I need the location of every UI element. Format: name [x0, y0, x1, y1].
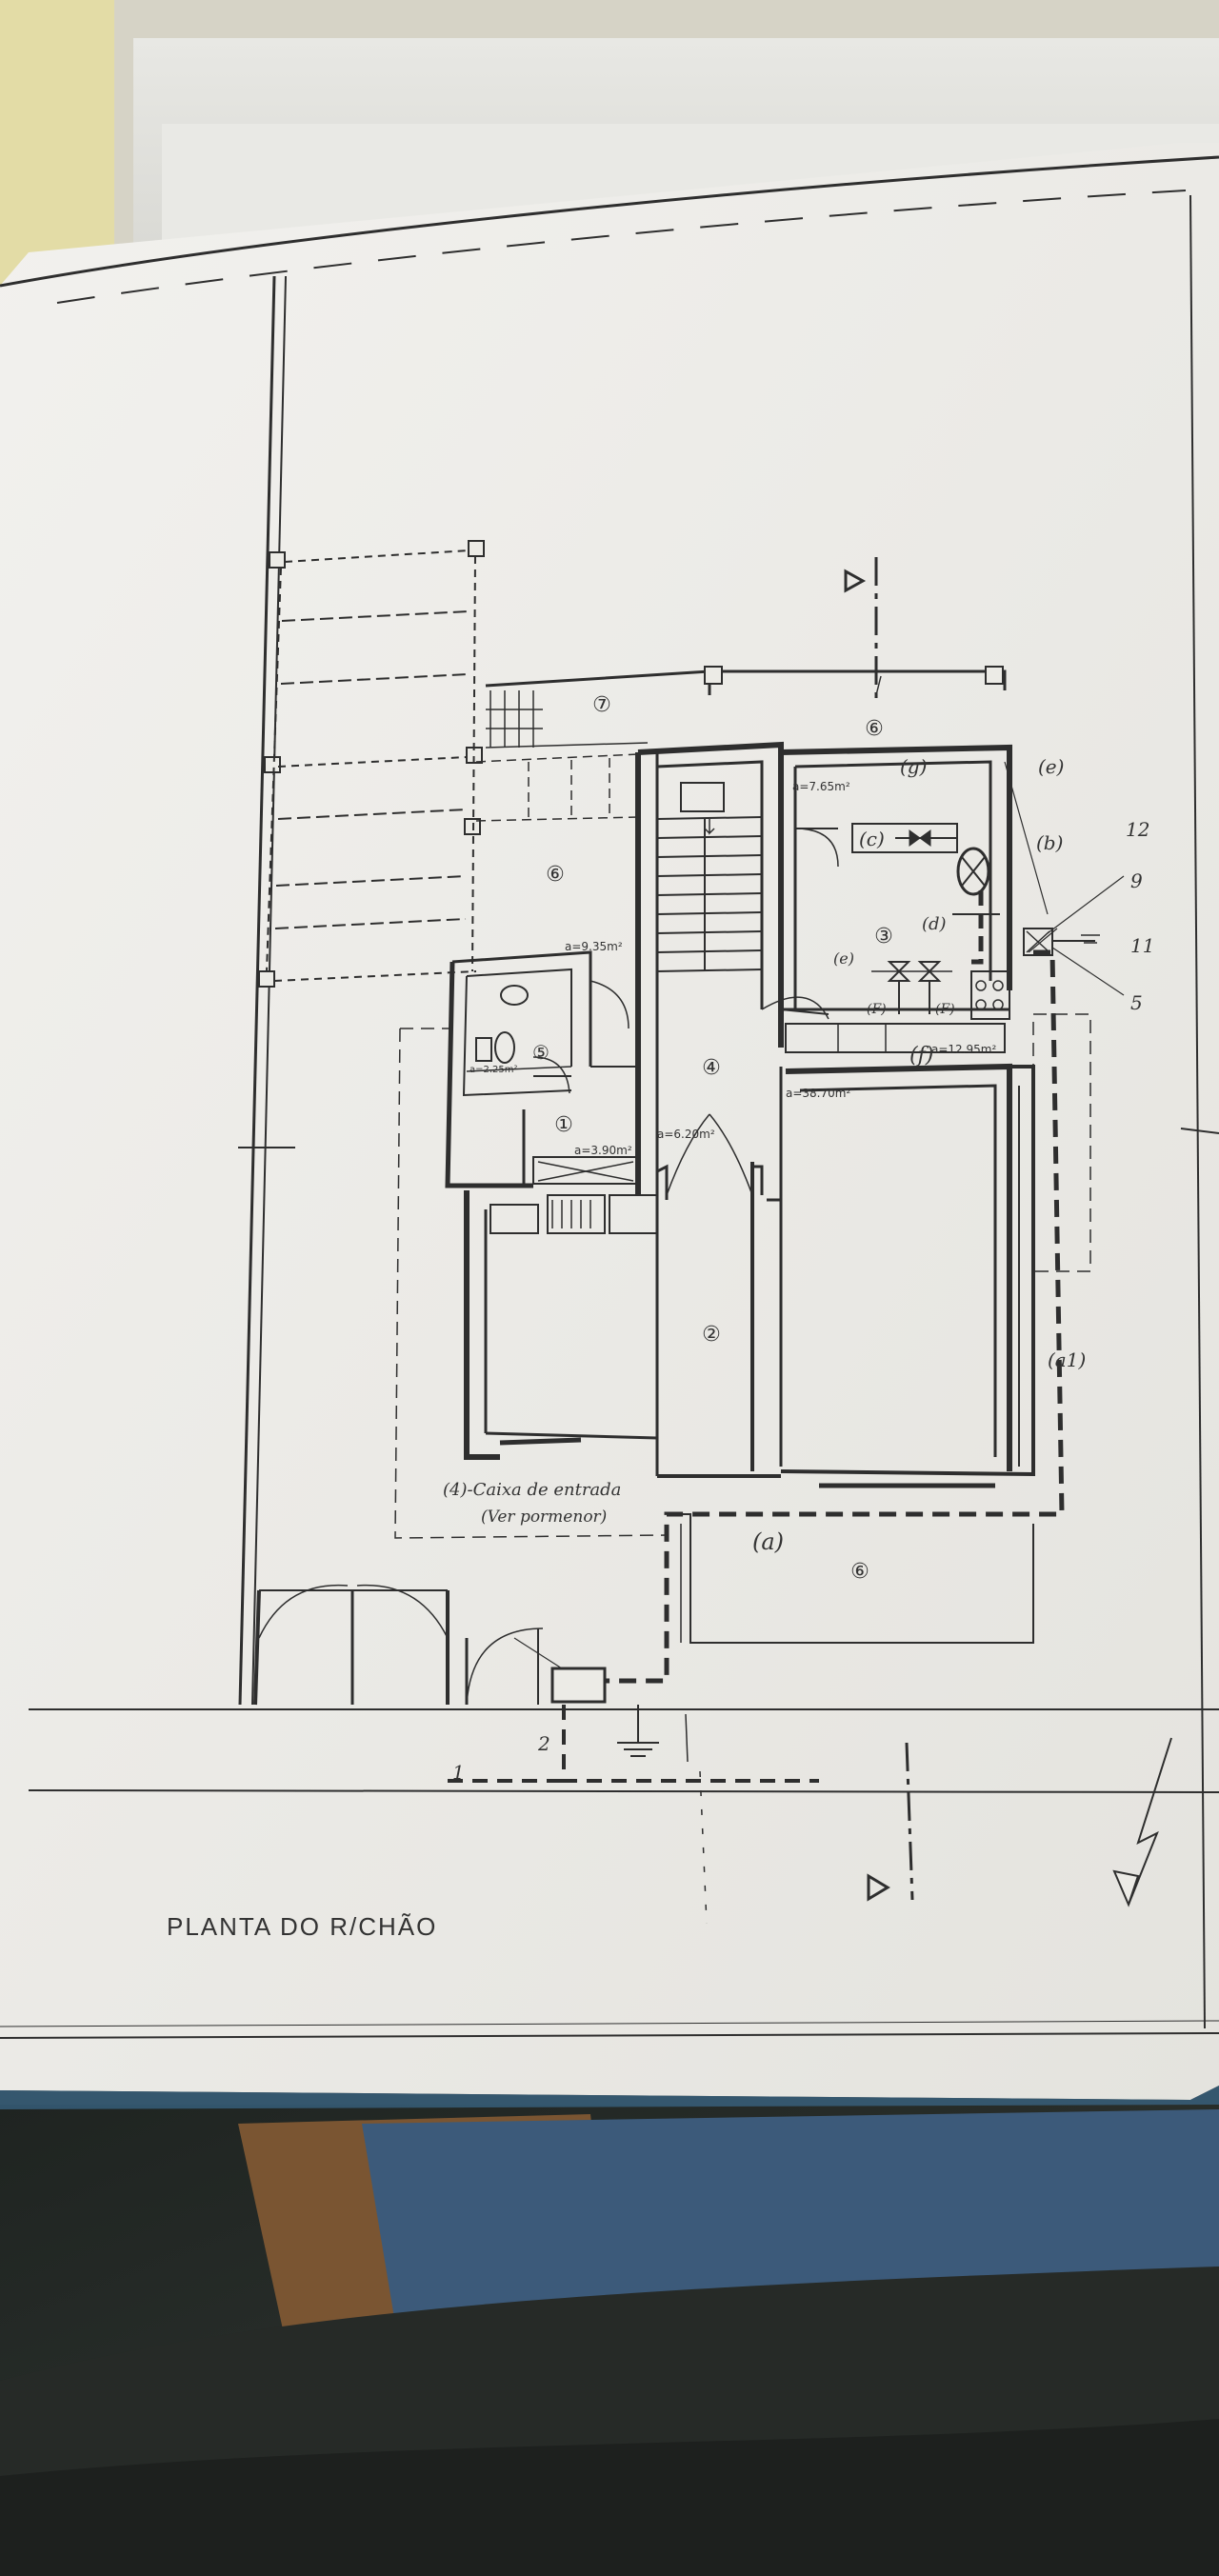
e2-label: (e): [833, 949, 854, 968]
room-6a-area: a=9.35m²: [565, 940, 623, 953]
drawing-sheet: [0, 143, 1219, 2109]
b-label: (b): [1036, 831, 1063, 854]
room-5-area: a=2.25m²: [470, 1065, 518, 1075]
callout-1: 1: [452, 1761, 465, 1784]
room-6b-area: a=7.65m²: [792, 780, 850, 793]
caixa-entrada-label: (4)-Caixa de entrada: [443, 1480, 621, 1500]
section-markers: [699, 557, 914, 1925]
callout-12: 12: [1126, 818, 1149, 841]
room-1-number: ①: [554, 1113, 573, 1137]
room-3-area: a=12.95m²: [931, 1043, 996, 1056]
room-6a-number: ⑥: [546, 863, 565, 887]
f-label: (f): [909, 1044, 933, 1068]
room-1-area: a=3.90m²: [574, 1144, 632, 1157]
room-6b-number: ⑥: [865, 717, 884, 741]
ver-pormenor-label: (Ver pormenor): [481, 1508, 607, 1527]
f2-label: (F): [867, 1002, 887, 1017]
room-5-number: ⑤: [532, 1041, 550, 1064]
callout-11: 11: [1130, 934, 1154, 957]
room-7-number: ⑦: [592, 693, 611, 717]
room-3-number: ③: [874, 925, 893, 949]
callout-2: 2: [537, 1732, 550, 1755]
pipe-a-label: (a): [752, 1528, 784, 1555]
d-label: (d): [922, 914, 947, 934]
drawing-title: PLANTA DO R/CHÃO: [167, 1912, 437, 1941]
pergola: [258, 540, 485, 988]
room-6c-number: ⑥: [850, 1560, 869, 1584]
e-label: (e): [1038, 755, 1064, 778]
building-plan: [253, 666, 1125, 1783]
c-label: (c): [859, 828, 885, 850]
callout-5: 5: [1130, 991, 1143, 1014]
g-label: (g): [900, 755, 927, 778]
north-arrow-icon: [1112, 1737, 1172, 1907]
plot-boundary: [28, 275, 1219, 1793]
room-2-number: ②: [702, 1323, 721, 1347]
living-area: a=38.70m²: [786, 1087, 850, 1100]
pipe-a1-label: (a1): [1048, 1348, 1086, 1371]
callout-9: 9: [1130, 869, 1143, 892]
f3-label: (F): [935, 1002, 955, 1017]
room-4-area: a=6.20m²: [657, 1128, 715, 1141]
room-4-number: ④: [702, 1056, 721, 1080]
labels: ⑦ ⑥ ⑥ ③ ④ ⑤ ① ② ⑥ a=9.35m² a=7.65m² a=12…: [167, 693, 1154, 1941]
